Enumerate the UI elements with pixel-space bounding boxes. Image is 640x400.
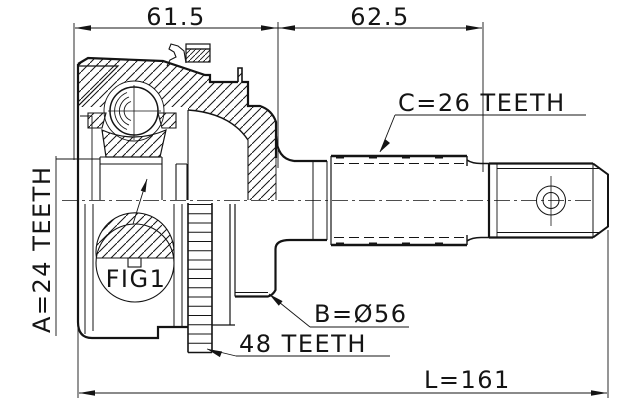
body-diameter-surface <box>235 238 291 298</box>
inner-spline-bore <box>99 156 163 200</box>
shaft <box>290 154 609 247</box>
boot-ridge-tab <box>237 67 243 82</box>
dim-housing-width-label: 61.5 <box>146 3 205 31</box>
shaft-neck <box>290 159 327 242</box>
spline-root-lines <box>334 163 466 238</box>
abs-ring-label: 48 TEETH <box>239 330 367 358</box>
neck-fillet-top <box>274 135 295 163</box>
stub-chamfer <box>592 162 609 239</box>
dim-shaft-length-label: 62.5 <box>350 3 409 31</box>
fig1-arrow <box>140 179 147 193</box>
inner-spline-label: A=24 TEETH <box>28 166 56 333</box>
outer-spline <box>331 154 467 247</box>
overall-length-label: L=161 <box>424 366 511 394</box>
ring-flange <box>212 204 236 326</box>
arrowheads <box>75 25 607 396</box>
boot-clamp <box>166 43 211 67</box>
abs-reluctor-ring <box>187 203 213 354</box>
ball-crosshair <box>108 85 161 140</box>
cage-bar-left <box>87 112 107 129</box>
spline-tooth-profile <box>127 257 142 268</box>
leader-inner-spline <box>55 156 100 336</box>
body-diameter-label: B=Ø56 <box>314 300 408 328</box>
cavity-ceiling <box>187 109 249 141</box>
fig1-label: FIG1 <box>106 265 167 293</box>
housing-outline-top <box>77 56 295 200</box>
race-hub <box>175 163 188 200</box>
boot-lip <box>166 43 187 67</box>
outer-spline-label: C=26 TEETH <box>398 89 566 117</box>
detail-circle-fig1 <box>95 178 175 303</box>
cage-bar-right <box>157 112 177 129</box>
inner-race <box>101 128 167 158</box>
joint-internals <box>77 65 249 200</box>
ring-teeth <box>188 204 212 344</box>
